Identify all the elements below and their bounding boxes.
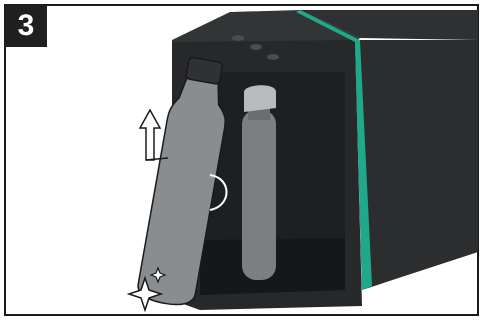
indicator-light-3 (267, 54, 279, 60)
indicator-light-2 (250, 44, 262, 50)
indicator-light-1 (232, 35, 244, 41)
step-number: 3 (18, 9, 35, 43)
installed-bottle (242, 110, 276, 280)
machine-side-panel (355, 40, 478, 290)
step-number-badge: 3 (5, 5, 47, 47)
installed-bottle-cap (244, 85, 276, 112)
arrow-up-icon (140, 110, 160, 160)
